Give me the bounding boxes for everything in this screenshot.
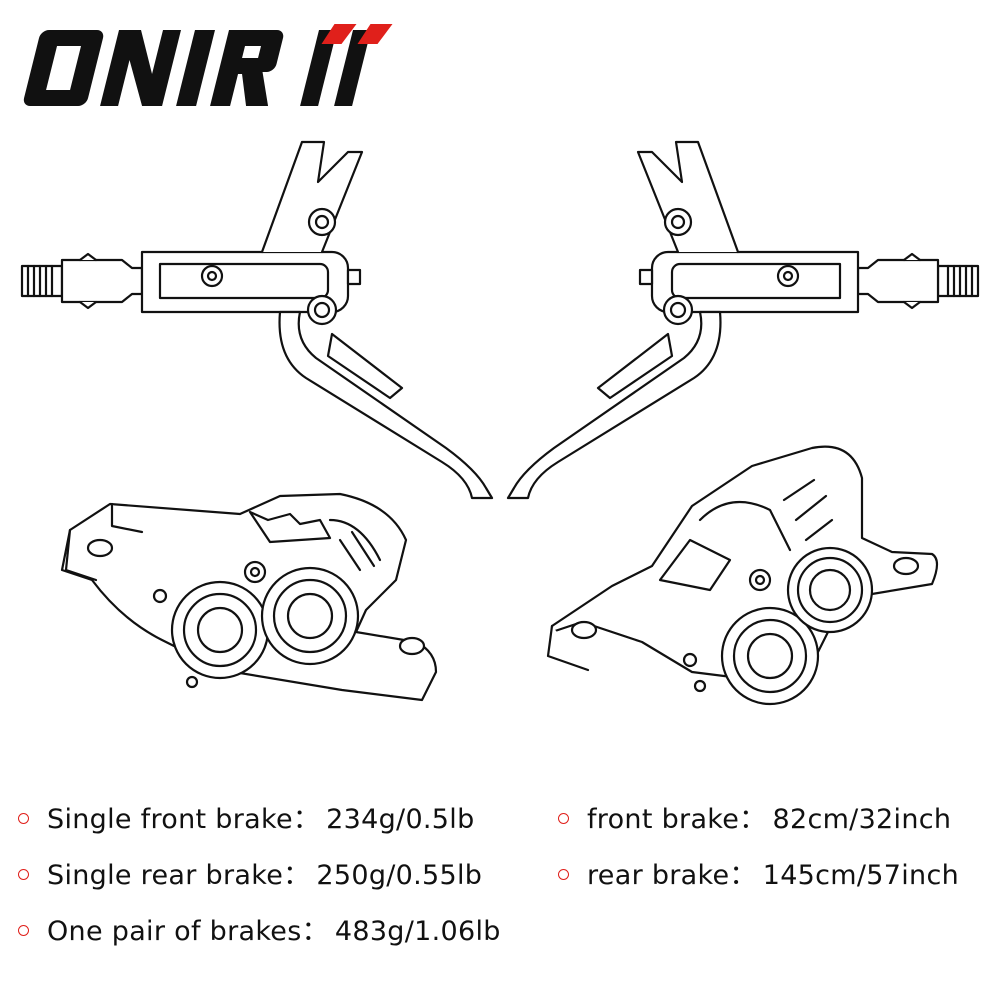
spec-label: rear brake：	[587, 860, 757, 891]
spec-value: 145cm/57inch	[762, 860, 960, 891]
left-brake-caliper-icon	[60, 492, 438, 702]
bullet-icon	[18, 813, 29, 824]
spec-label: front brake：	[587, 804, 767, 835]
right-brake-caliper-icon	[546, 445, 939, 706]
spec-item: Single rear brake：250g/0.55lb	[18, 854, 482, 898]
spec-value: 82cm/32inch	[772, 804, 952, 835]
bullet-icon	[558, 813, 569, 824]
bullet-icon	[18, 925, 29, 936]
spec-list: Single front brake：234g/0.5lb Single rea…	[0, 788, 1000, 988]
spec-value: 234g/0.5lb	[326, 804, 475, 835]
left-brake-lever-icon	[20, 140, 494, 500]
spec-item: rear brake：145cm/57inch	[558, 854, 959, 898]
spec-label: Single rear brake：	[47, 860, 311, 891]
product-illustration	[20, 140, 980, 706]
spec-value: 483g/1.06lb	[334, 916, 501, 947]
spec-label: Single front brake：	[47, 804, 321, 835]
spec-item: front brake：82cm/32inch	[558, 798, 951, 842]
bullet-icon	[18, 869, 29, 880]
right-brake-lever-icon	[506, 140, 980, 500]
spec-label: One pair of brakes：	[47, 916, 329, 947]
spec-item: One pair of brakes：483g/1.06lb	[18, 910, 501, 954]
bullet-icon	[558, 869, 569, 880]
spec-item: Single front brake：234g/0.5lb	[18, 798, 475, 842]
spec-value: 250g/0.55lb	[316, 860, 483, 891]
brand-logo	[23, 24, 393, 106]
